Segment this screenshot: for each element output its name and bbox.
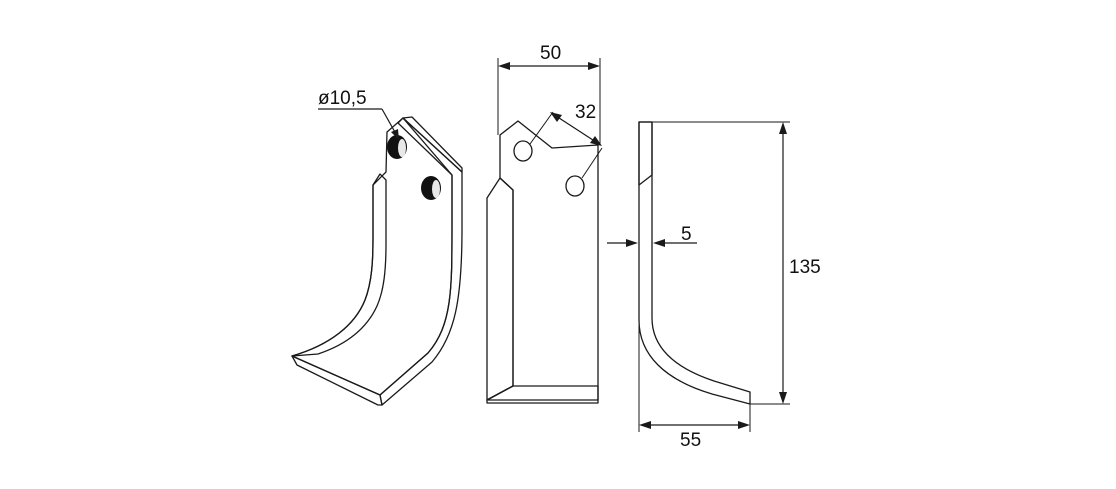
blade-front-view: 50 32 bbox=[486, 43, 603, 404]
thickness-label: 5 bbox=[681, 224, 692, 245]
height-arrow-top bbox=[779, 122, 787, 134]
hole-spacing-label: 32 bbox=[575, 102, 596, 123]
blade-top-bevel bbox=[402, 116, 463, 173]
thickness-arrow-right bbox=[653, 239, 665, 247]
blade-side-view: 5 135 55 bbox=[607, 121, 821, 451]
thickness-arrow-left bbox=[626, 239, 638, 247]
height-arrow-bottom bbox=[779, 392, 787, 404]
hole-diameter-label: ø10,5 bbox=[318, 88, 367, 109]
blade-left-bevel bbox=[291, 173, 387, 357]
bottom-arrow-right bbox=[738, 421, 750, 429]
bottom-arrow-left bbox=[639, 421, 651, 429]
spacing-arrow-a bbox=[550, 112, 562, 122]
width-label: 50 bbox=[540, 43, 561, 64]
front-hole-upper bbox=[513, 140, 533, 162]
diameter-leader bbox=[381, 108, 397, 135]
bottom-width-label: 55 bbox=[680, 430, 701, 451]
spacing-leader-2 bbox=[581, 147, 603, 179]
blade-perspective-view: ø10,5 bbox=[291, 88, 463, 406]
height-label: 135 bbox=[789, 257, 821, 278]
width-arrow-left bbox=[498, 62, 510, 70]
diameter-arrowhead bbox=[391, 129, 399, 140]
front-hole-lower bbox=[565, 175, 585, 197]
side-profile bbox=[638, 121, 751, 405]
side-top-bevel bbox=[638, 121, 653, 186]
front-left-band bbox=[486, 177, 514, 401]
spacing-leader-1 bbox=[529, 111, 554, 145]
front-bottom-band bbox=[486, 385, 599, 404]
blade-bottom-bevel bbox=[291, 355, 383, 406]
width-arrow-right bbox=[588, 62, 600, 70]
hole-lower-highlight bbox=[432, 180, 440, 198]
spacing-dim-line bbox=[555, 115, 597, 143]
spacing-arrow-b bbox=[590, 136, 602, 146]
hole-upper-highlight bbox=[398, 139, 406, 157]
front-main-face bbox=[486, 120, 599, 401]
